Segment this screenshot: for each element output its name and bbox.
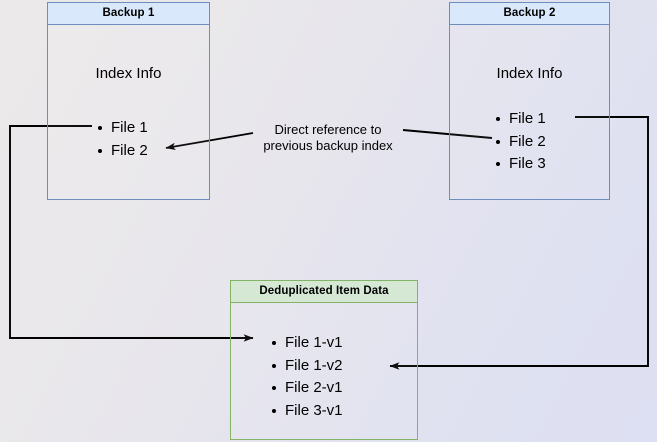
- list-item: File 1-v1: [271, 332, 343, 355]
- node-backup-1-file-list: File 1 File 2: [97, 117, 148, 162]
- node-backup-2-file-list: File 1 File 2 File 3: [495, 108, 546, 176]
- node-backup-1-caption: Index Info: [95, 65, 162, 82]
- node-backup-1-body: Index Info File 1 File 2: [48, 25, 209, 199]
- list-item: File 1: [495, 108, 546, 131]
- node-deduplicated-item-data-body: File 1-v1 File 1-v2 File 2-v1 File 3-v1: [231, 303, 417, 439]
- list-item: File 2-v1: [271, 377, 343, 400]
- list-item: File 3: [495, 153, 546, 176]
- list-item: File 1: [97, 117, 148, 140]
- node-deduplicated-item-data[interactable]: Deduplicated Item Data File 1-v1 File 1-…: [230, 280, 418, 440]
- list-item: File 3-v1: [271, 400, 343, 423]
- edge-label-direct-reference: Direct reference to previous backup inde…: [255, 122, 401, 154]
- list-item: File 2: [97, 140, 148, 163]
- node-backup-1[interactable]: Backup 1 Index Info File 1 File 2: [47, 2, 210, 200]
- list-item: File 2: [495, 131, 546, 154]
- node-deduplicated-file-list: File 1-v1 File 1-v2 File 2-v1 File 3-v1: [271, 332, 343, 422]
- node-backup-2-body: Index Info File 1 File 2 File 3: [450, 25, 609, 199]
- node-backup-2[interactable]: Backup 2 Index Info File 1 File 2 File 3: [449, 2, 610, 200]
- node-backup-2-header: Backup 2: [450, 3, 609, 25]
- list-item: File 1-v2: [271, 355, 343, 378]
- node-backup-1-header: Backup 1: [48, 3, 209, 25]
- node-backup-2-caption: Index Info: [496, 65, 563, 82]
- node-deduplicated-item-data-header: Deduplicated Item Data: [231, 281, 417, 303]
- edge-label-line-2: previous backup index: [263, 138, 393, 153]
- edge-label-line-1: Direct reference to: [274, 122, 382, 137]
